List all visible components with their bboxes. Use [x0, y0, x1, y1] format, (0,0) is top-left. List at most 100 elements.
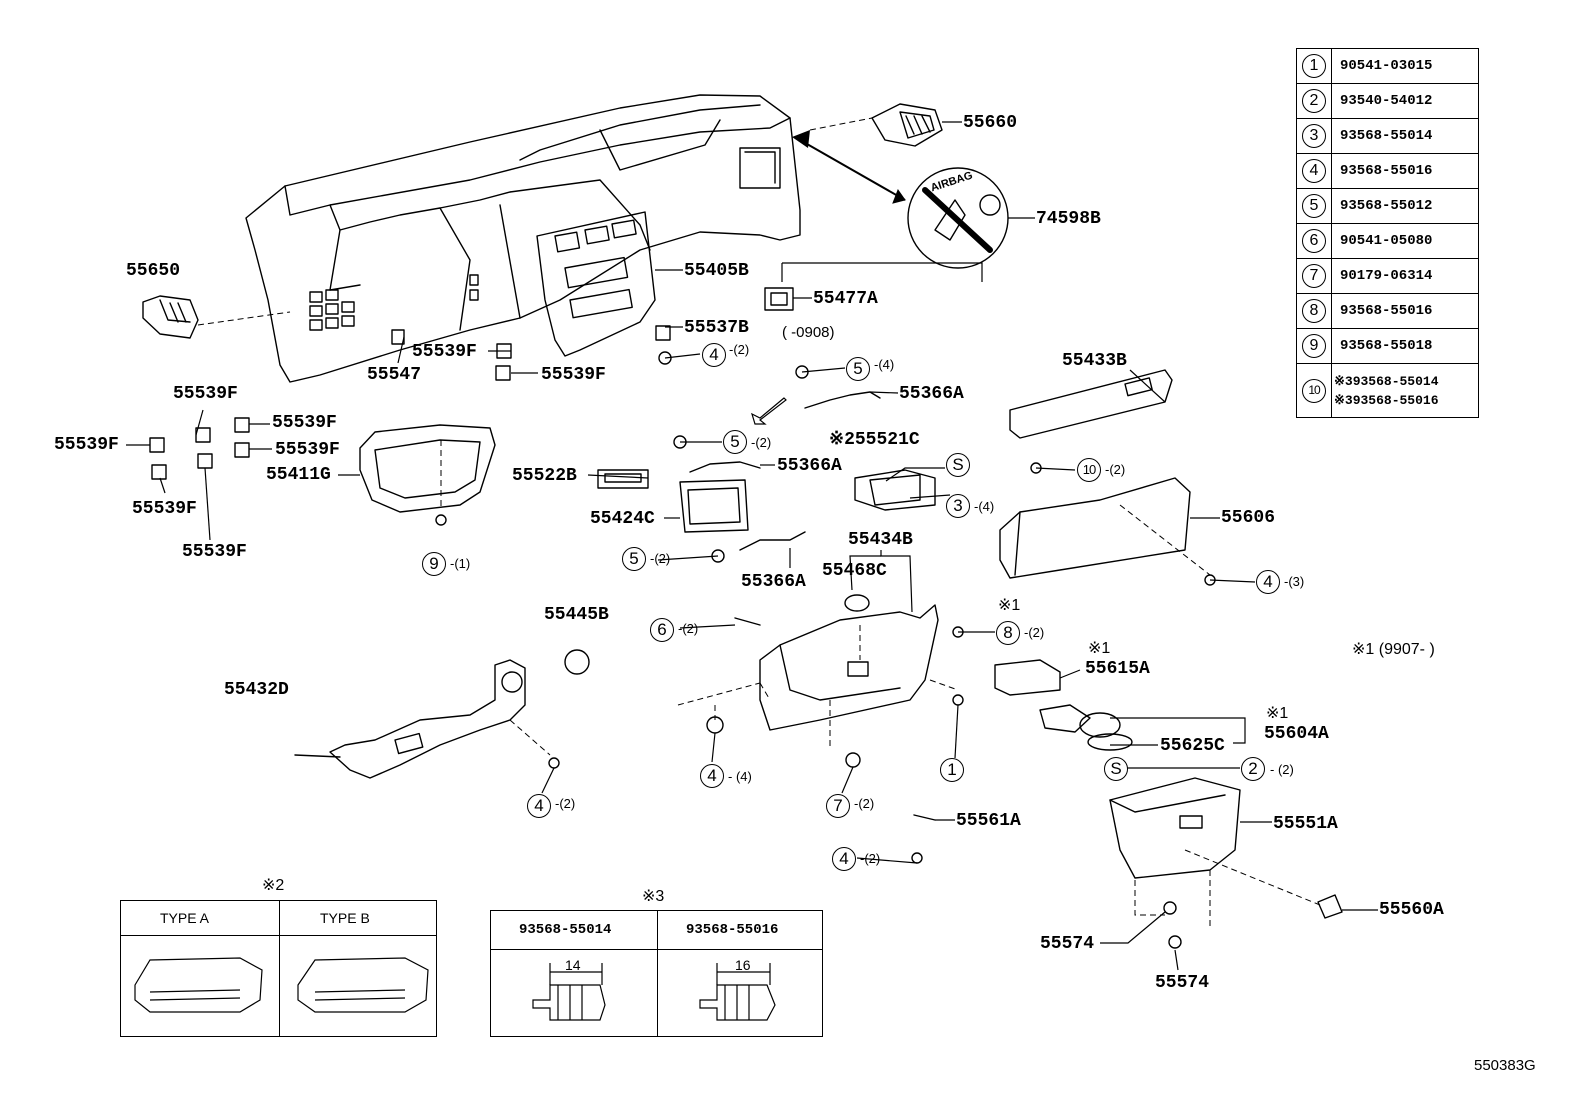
- screw-col2-label: 93568-55016: [686, 922, 779, 938]
- switch-55477A-drawing: [764, 287, 794, 311]
- callout-5-a: 5: [846, 357, 870, 381]
- label-55574-a: 55574: [1040, 934, 1095, 954]
- callout-9-qty: -(1): [450, 556, 471, 571]
- callout-4-b-qty: -(3): [1284, 574, 1305, 589]
- label-55539F-f: 55539F: [275, 440, 340, 460]
- label-55521C: ※255521C: [829, 430, 920, 450]
- callout-4-e-qty: -(2): [860, 851, 881, 866]
- callout-10: 10: [1077, 458, 1101, 482]
- label-55366A-b: 55366A: [777, 456, 842, 476]
- screw-dim-2: 16: [735, 957, 751, 973]
- lock-55604A-drawing: [1039, 704, 1133, 751]
- screw-dim-1: 14: [565, 957, 581, 973]
- screw-box-header-line: [490, 910, 823, 950]
- lower-panel-55606: [999, 477, 1191, 579]
- callout-4-d-qty: - (4): [728, 769, 752, 784]
- glovebox-housing-drawing: [759, 594, 939, 731]
- part-55424C-drawing: [679, 479, 749, 533]
- screw-box-divider: [657, 910, 658, 1037]
- figure-code: 550383G: [1474, 1057, 1536, 1074]
- table-callout: 8: [1302, 299, 1326, 323]
- callout-7-qty: -(2): [854, 796, 875, 811]
- callout-2: 2: [1241, 757, 1265, 781]
- callout-1: 1: [940, 758, 964, 782]
- label-55366A-a: 55366A: [899, 384, 964, 404]
- table-callout: 1: [1302, 54, 1326, 78]
- table-callout: 9: [1302, 334, 1326, 358]
- bracket-55366A-a: [804, 391, 881, 409]
- callout-4-e: 4: [832, 847, 856, 871]
- callout-8: 8: [996, 621, 1020, 645]
- table-part: ※393568-55014: [1334, 373, 1439, 389]
- label-55432D: 55432D: [224, 680, 289, 700]
- label-55604A: 55604A: [1264, 724, 1329, 744]
- part-55521C-drawing: [854, 469, 936, 511]
- callout-4-b: 4: [1256, 570, 1280, 594]
- note-1-a: ※1: [998, 597, 1021, 614]
- note-1-c: ※1: [1266, 705, 1289, 722]
- type-b-label: TYPE B: [320, 910, 370, 926]
- table-part: 93568-55018: [1331, 328, 1479, 364]
- table-callout: 10: [1302, 378, 1326, 403]
- label-55606: 55606: [1221, 508, 1276, 528]
- table-part-2: ※393568-55016: [1334, 392, 1439, 408]
- table-part: 90541-05080: [1331, 223, 1479, 259]
- type-box: [120, 900, 437, 1037]
- callout-8-qty: -(2): [1024, 625, 1045, 640]
- label-55405B: 55405B: [684, 261, 749, 281]
- instrument-panel-drawing: [245, 94, 801, 383]
- callout-5-c: 5: [622, 547, 646, 571]
- table-callout: 6: [1302, 229, 1326, 253]
- label-55561A: 55561A: [956, 811, 1021, 831]
- label-55477A: 55477A: [813, 289, 878, 309]
- label-55551A: 55551A: [1273, 814, 1338, 834]
- label-55539F-e: 55539F: [54, 435, 119, 455]
- cluster-hood-drawing: [359, 424, 496, 513]
- glovebox-door-drawing: [1109, 777, 1241, 879]
- vent-55660-drawing: [871, 103, 943, 147]
- callout-9: 9: [422, 552, 446, 576]
- type-a-label: TYPE A: [160, 910, 210, 926]
- label-55650: 55650: [126, 261, 181, 281]
- vent-55650-drawing: [142, 295, 199, 339]
- callout-s-b: S: [1104, 757, 1128, 781]
- callout-6-qty: -(2): [678, 621, 699, 636]
- label-55539F-a: 55539F: [412, 342, 477, 362]
- label-55660: 55660: [963, 113, 1018, 133]
- callout-5-b-qty: -(2): [751, 435, 772, 450]
- callout-4-d: 4: [700, 764, 724, 788]
- callout-10-qty: -(2): [1105, 462, 1126, 477]
- label-55366A-c: 55366A: [741, 572, 806, 592]
- table-part: 93568-55016: [1331, 153, 1479, 189]
- label-55560A: 55560A: [1379, 900, 1444, 920]
- screw-col1-label: 93568-55014: [519, 922, 612, 938]
- switch-55547-drawing: [391, 329, 405, 345]
- callout-4-c-qty: -(2): [555, 796, 576, 811]
- table-callout: 4: [1302, 159, 1326, 183]
- knee-panel-55432D: [294, 659, 526, 779]
- callout-5-a-qty: -(4): [874, 357, 895, 372]
- label-55539F-d: 55539F: [272, 413, 337, 433]
- label-55547: 55547: [367, 365, 422, 385]
- table-part: 93568-55012: [1331, 188, 1479, 224]
- table-callout: 7: [1302, 264, 1326, 288]
- callout-2-qty: - (2): [1270, 762, 1294, 777]
- label-55539F-h: 55539F: [182, 542, 247, 562]
- label-55468C: 55468C: [822, 561, 887, 581]
- callout-5-c-qty: -(2): [650, 551, 671, 566]
- part-55445B-drawing: [564, 649, 590, 675]
- callout-4-a-qty: -(2): [729, 342, 750, 357]
- table-part: 93568-55016: [1331, 293, 1479, 329]
- table-callout: 5: [1302, 194, 1326, 218]
- callout-4-a: 4: [702, 343, 726, 367]
- side-panel-55433B: [1009, 369, 1173, 439]
- label-55574-b: 55574: [1155, 973, 1210, 993]
- table-part: 93568-55014: [1331, 118, 1479, 154]
